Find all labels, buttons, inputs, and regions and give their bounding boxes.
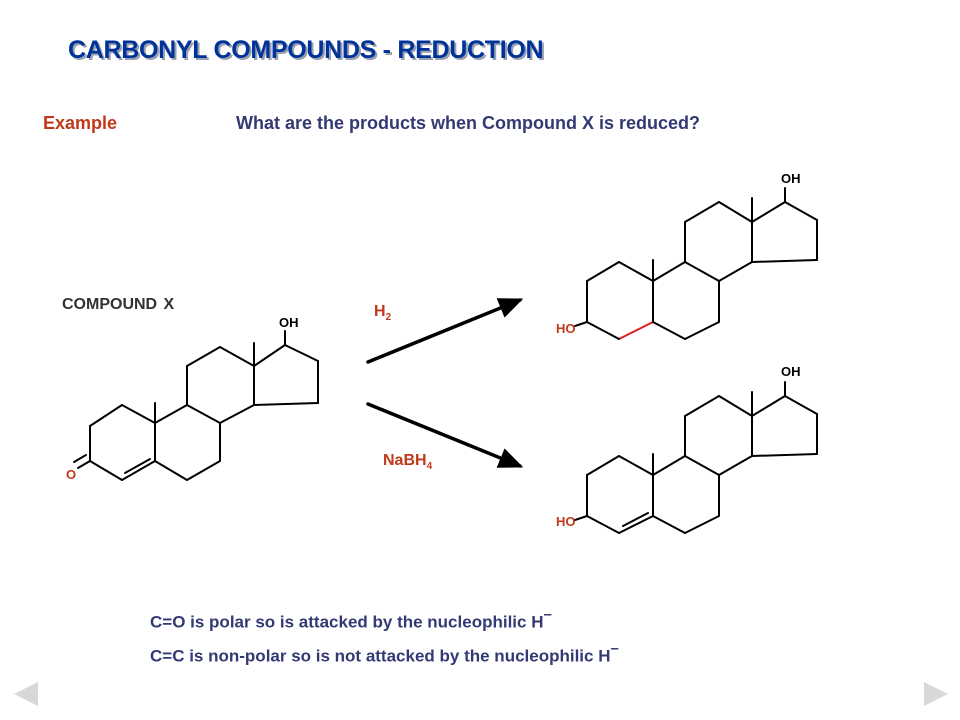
product-h2-ho-label: HO: [556, 321, 576, 336]
arrow-nabh4-reduction: [366, 402, 524, 468]
arrow-h2-reduction: [366, 298, 524, 364]
question-text: What are the products when Compound X is…: [236, 113, 701, 133]
product-nabh4-structure: [574, 381, 818, 534]
left-triangle-arrow-icon[interactable]: [14, 682, 38, 706]
note-1-charge: –: [543, 606, 552, 623]
compound-x-carbonyl-o-label: O: [66, 467, 76, 482]
reagent-nabh4-subscript: 4: [426, 461, 433, 473]
note-2-charge: –: [610, 640, 619, 657]
reagent-h2-main: H: [374, 303, 386, 320]
right-triangle-arrow-icon[interactable]: [924, 682, 948, 706]
explanation-note-carbonyl: C=O is polar so is attacked by the nucle…: [150, 606, 552, 633]
product-h2-structure: [574, 187, 818, 340]
product-nabh4-ho-label: HO: [556, 514, 576, 529]
compound-x-structure: [73, 330, 319, 481]
reagent-nabh4-main: NaBH: [383, 452, 427, 469]
compound-x-oh-label: OH: [279, 315, 299, 330]
note-1-text: C=O is polar so is attacked by the nucle…: [150, 612, 544, 632]
reagent-h2-label: H2: [374, 303, 391, 323]
product-nabh4-oh-label: OH: [781, 364, 801, 379]
page-title: CARBONYL COMPOUNDS - REDUCTION: [68, 36, 544, 64]
product-h2-oh-label: OH: [781, 171, 801, 186]
compound-x-label: COMPOUND X: [62, 296, 175, 313]
reagent-nabh4-label: NaBH4: [383, 452, 432, 472]
note-2-text: C=C is non-polar so is not attacked by t…: [150, 646, 611, 666]
explanation-note-alkene: C=C is non-polar so is not attacked by t…: [150, 640, 619, 667]
reagent-h2-subscript: 2: [385, 312, 392, 324]
example-label: Example: [43, 113, 118, 133]
